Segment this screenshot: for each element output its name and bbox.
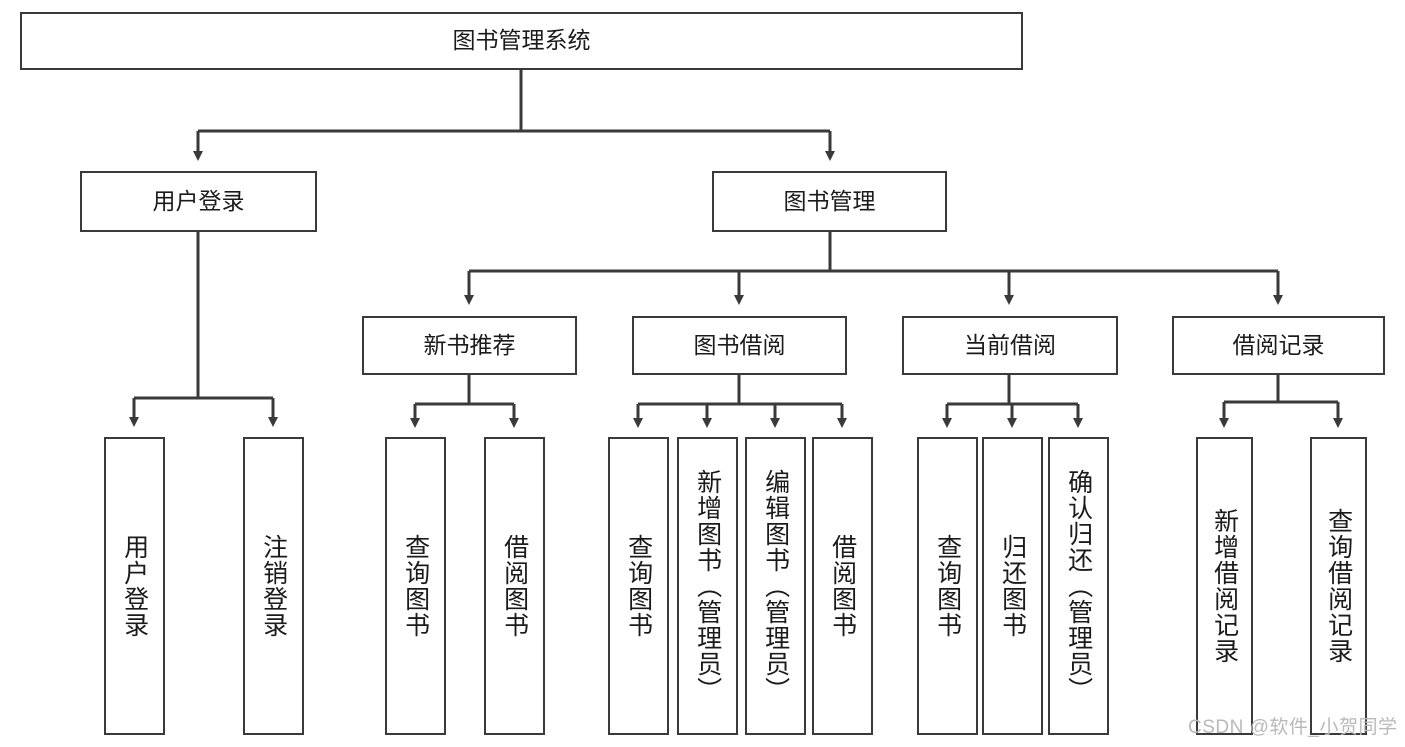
leaf-return-book[interactable]: 归还图书	[982, 437, 1043, 735]
leaf-user-login-label: 用户登录	[120, 534, 149, 638]
leaf-query-book-label: 查询图书	[624, 534, 653, 638]
leaf-query-book-current[interactable]: 查询图书	[917, 437, 978, 735]
node-new-book-recommend[interactable]: 新书推荐	[362, 316, 577, 375]
node-user-login-label: 用户登录	[152, 187, 245, 214]
node-book-manage[interactable]: 图书管理	[712, 171, 947, 232]
leaf-query-book[interactable]: 查询图书	[608, 437, 669, 735]
node-root[interactable]: 图书管理系统	[20, 12, 1023, 70]
leaf-edit-book[interactable]: 编辑图书（管理员）	[745, 437, 806, 735]
leaf-confirm-return-label: 确认归还（管理员）	[1064, 469, 1093, 703]
node-current-borrow[interactable]: 当前借阅	[902, 316, 1118, 375]
leaf-borrow-book-label: 借阅图书	[828, 534, 857, 638]
leaf-borrow-book-recommend[interactable]: 借阅图书	[484, 437, 545, 735]
leaf-user-logout[interactable]: 注销登录	[243, 437, 304, 735]
leaf-add-book-label: 新增图书（管理员）	[693, 469, 722, 703]
node-borrow-record[interactable]: 借阅记录	[1172, 316, 1385, 375]
node-user-login[interactable]: 用户登录	[80, 171, 317, 232]
node-book-borrow-label: 图书借阅	[693, 331, 786, 358]
leaf-query-book-recommend[interactable]: 查询图书	[385, 437, 446, 735]
node-borrow-record-label: 借阅记录	[1232, 331, 1325, 358]
node-current-borrow-label: 当前借阅	[964, 331, 1056, 358]
leaf-return-book-label: 归还图书	[998, 534, 1027, 638]
node-book-manage-label: 图书管理	[783, 187, 876, 214]
leaf-add-borrow-record[interactable]: 新增借阅记录	[1196, 437, 1253, 735]
leaf-query-book-current-label: 查询图书	[933, 534, 962, 638]
leaf-borrow-book[interactable]: 借阅图书	[812, 437, 873, 735]
leaf-add-book[interactable]: 新增图书（管理员）	[677, 437, 738, 735]
leaf-add-borrow-record-label: 新增借阅记录	[1210, 508, 1239, 664]
watermark-text: CSDN @软件_小贺同学	[1188, 717, 1398, 738]
leaf-confirm-return[interactable]: 确认归还（管理员）	[1048, 437, 1109, 735]
leaf-user-login[interactable]: 用户登录	[104, 437, 165, 735]
node-book-borrow[interactable]: 图书借阅	[632, 316, 847, 375]
node-root-label: 图书管理系统	[452, 27, 591, 54]
leaf-edit-book-label: 编辑图书（管理员）	[761, 469, 790, 703]
leaf-borrow-book-recommend-label: 借阅图书	[500, 534, 529, 638]
node-new-book-recommend-label: 新书推荐	[423, 331, 516, 358]
leaf-query-book-recommend-label: 查询图书	[401, 534, 430, 638]
leaf-query-borrow-record[interactable]: 查询借阅记录	[1310, 437, 1367, 735]
leaf-user-logout-label: 注销登录	[259, 534, 288, 638]
leaf-query-borrow-record-label: 查询借阅记录	[1324, 508, 1353, 664]
